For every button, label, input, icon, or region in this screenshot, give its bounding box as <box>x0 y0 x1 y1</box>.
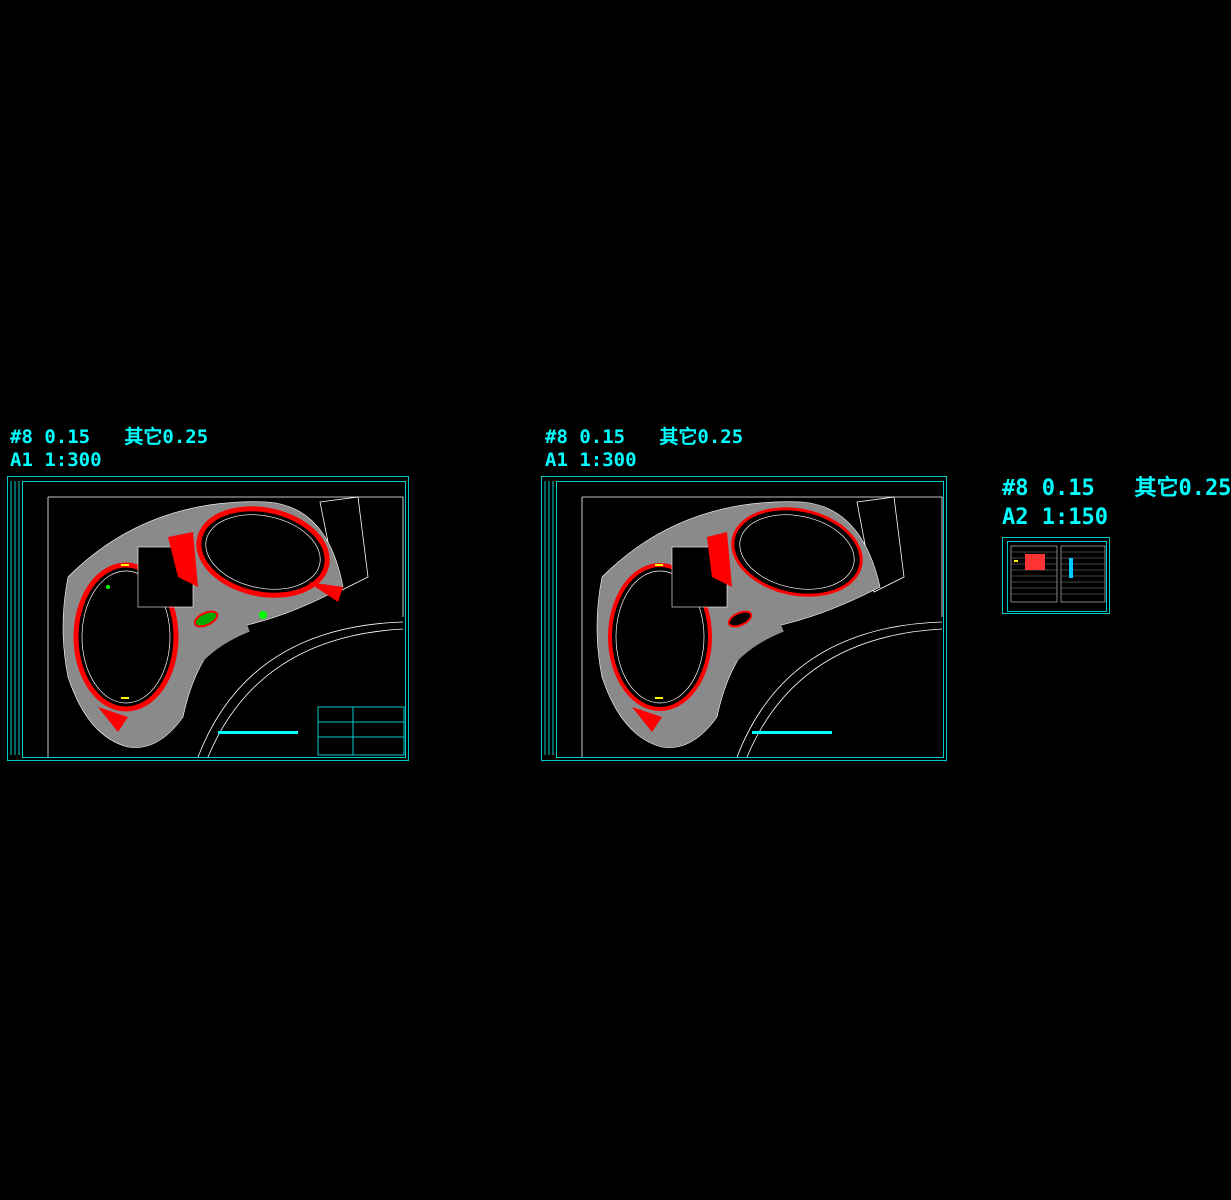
sheet1-site-plan <box>10 481 405 758</box>
sheet2-site-plan <box>544 481 943 758</box>
sheet2-scale-label: A1 1:300 <box>545 449 637 471</box>
sheet2-frame[interactable] <box>541 476 947 761</box>
sheet1-frame[interactable] <box>7 476 409 761</box>
sheet3-lineweight-label: #8 0.15 其它0.25 <box>1002 476 1231 501</box>
sheet2-inner-border <box>556 481 944 758</box>
sheet1-lineweight-label: #8 0.15 其它0.25 <box>10 426 209 448</box>
sheet2-lineweight-label: #8 0.15 其它0.25 <box>545 426 744 448</box>
sheet1-scale-label: A1 1:300 <box>10 449 102 471</box>
sheet3-frame[interactable] <box>1002 537 1110 614</box>
sheet3-table <box>1010 545 1106 603</box>
sheet3-inner-border <box>1007 541 1107 612</box>
sheet3-scale-label: A2 1:150 <box>1002 505 1108 530</box>
sheet1-inner-border <box>22 481 406 758</box>
